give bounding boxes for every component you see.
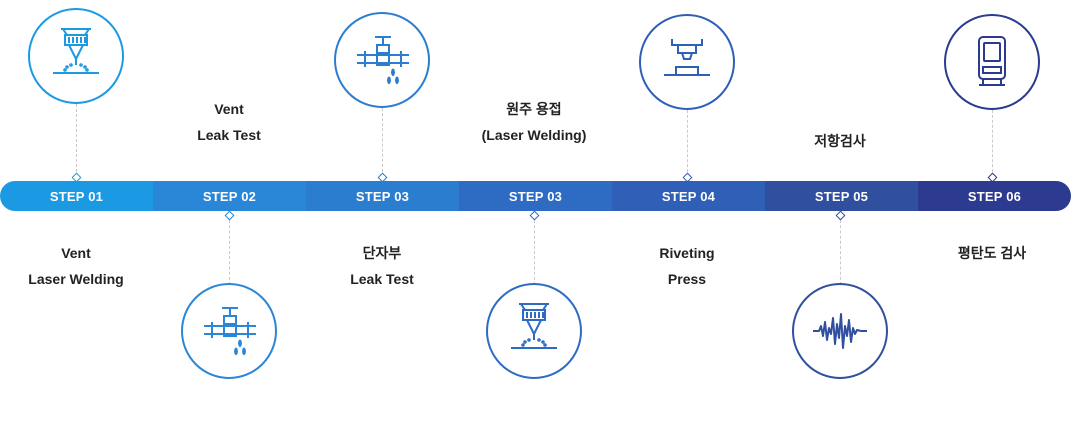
step-label: STEP 01 bbox=[49, 188, 104, 204]
step-label: STEP 05 bbox=[814, 188, 869, 204]
description-line: 원주 용접 bbox=[506, 101, 562, 117]
step03a-description: 단자부 Leak Test bbox=[302, 240, 462, 292]
valve-drip-icon bbox=[204, 307, 256, 356]
step04-description: Riveting Press bbox=[607, 240, 767, 292]
step-segment-06: STEP 06 bbox=[918, 181, 1071, 211]
laser-icon bbox=[511, 303, 557, 349]
step06-description: 평탄도 검사 bbox=[912, 240, 1072, 266]
step-label: STEP 04 bbox=[661, 188, 716, 204]
description-line: Vent bbox=[214, 101, 244, 117]
step-segment-01: STEP 01 bbox=[0, 181, 153, 211]
step-label: STEP 06 bbox=[967, 188, 1022, 204]
marker-step03b bbox=[529, 210, 540, 221]
step-segment-05: STEP 05 bbox=[765, 181, 918, 211]
connector-step02 bbox=[229, 215, 230, 290]
valve-drip-icon bbox=[357, 36, 409, 85]
description-line: (Laser Welding) bbox=[481, 127, 587, 143]
step-segment-03b: STEP 03 bbox=[459, 181, 612, 211]
connector-step05 bbox=[840, 215, 841, 285]
step03b-description: 원주 용접 (Laser Welding) bbox=[454, 96, 614, 148]
flatness-tester-icon bbox=[978, 36, 1006, 86]
description-line: 평탄도 검사 bbox=[957, 245, 1027, 261]
description-line: Riveting bbox=[659, 245, 715, 261]
step06-icon-circle bbox=[944, 14, 1040, 110]
description-line: 단자부 bbox=[362, 245, 402, 261]
step02-icon-circle bbox=[181, 283, 277, 379]
step03b-icon-circle bbox=[486, 283, 582, 379]
marker-step05 bbox=[835, 210, 846, 221]
description-line: Laser Welding bbox=[28, 271, 124, 287]
laser-icon bbox=[53, 28, 99, 74]
connector-step01 bbox=[76, 104, 77, 177]
description-line: Leak Test bbox=[350, 271, 414, 287]
step04-icon-circle bbox=[639, 14, 735, 110]
description-line: Leak Test bbox=[197, 127, 261, 143]
description-line: Vent bbox=[61, 245, 91, 261]
step01-description: Vent Laser Welding bbox=[0, 240, 156, 292]
step-segment-04: STEP 04 bbox=[612, 181, 765, 211]
connector-step04 bbox=[687, 110, 688, 177]
marker-step02 bbox=[224, 210, 235, 221]
step02-description: Vent Leak Test bbox=[149, 96, 309, 148]
description-line: 저항검사 bbox=[814, 133, 866, 149]
description-line: Press bbox=[667, 271, 707, 287]
step-label: STEP 03 bbox=[355, 188, 410, 204]
step-segment-02: STEP 02 bbox=[153, 181, 306, 211]
step03a-icon-circle bbox=[334, 12, 430, 108]
connector-step03b bbox=[534, 215, 535, 290]
step05-icon-circle bbox=[792, 283, 888, 379]
step-label: STEP 02 bbox=[202, 188, 257, 204]
step-segment-03a: STEP 03 bbox=[306, 181, 459, 211]
connector-step03a bbox=[382, 108, 383, 177]
step01-icon-circle bbox=[28, 8, 124, 104]
step-timeline-bar: STEP 01 STEP 02 STEP 03 STEP 03 STEP 04 … bbox=[0, 181, 1071, 211]
waveform-icon bbox=[813, 313, 867, 349]
connector-step06 bbox=[992, 110, 993, 177]
step-label: STEP 03 bbox=[508, 188, 563, 204]
press-icon bbox=[664, 39, 710, 76]
step05-description: 저항검사 bbox=[760, 128, 920, 154]
